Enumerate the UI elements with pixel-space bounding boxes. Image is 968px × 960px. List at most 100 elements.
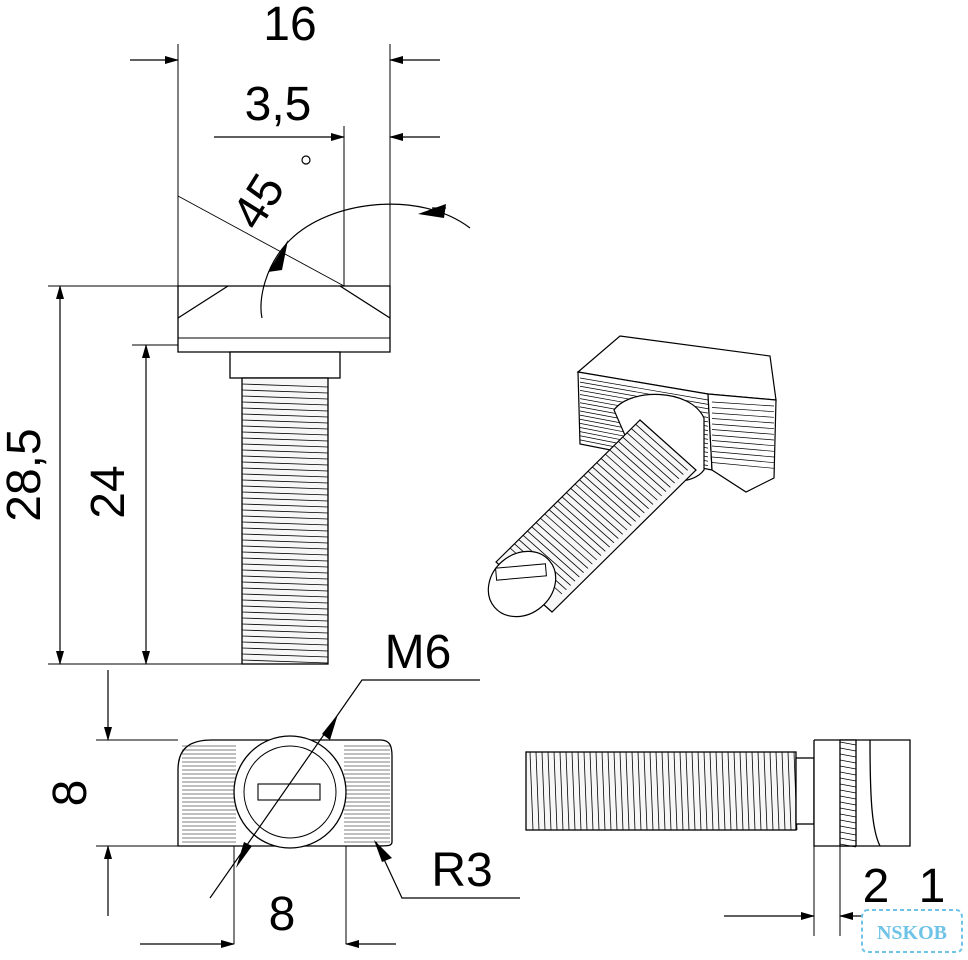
- hatch-line: [839, 789, 857, 794]
- hatch-line: [241, 659, 329, 664]
- front-thread-lines: [241, 383, 329, 664]
- hatch-line: [839, 777, 857, 782]
- hatch-line: [241, 503, 329, 508]
- hatch-line: [541, 751, 546, 831]
- dim-45-arrow-top: [418, 204, 446, 218]
- hatch-line: [739, 751, 744, 831]
- hatch-line: [241, 455, 329, 460]
- hatch-line: [763, 751, 768, 831]
- hatch-line: [685, 751, 690, 831]
- hatch-line: [609, 449, 662, 497]
- hatch-line: [839, 765, 857, 770]
- hatch-line: [241, 599, 329, 604]
- dim-3-5-label: 3,5: [245, 78, 312, 131]
- hatch-line: [241, 605, 329, 610]
- hatch-line: [839, 795, 857, 800]
- hatch-line: [574, 483, 628, 531]
- hatch-line: [622, 436, 675, 484]
- dim-28-5-label: 28,5: [0, 428, 51, 521]
- hatch-line: [241, 515, 329, 520]
- hatch-line: [643, 751, 648, 831]
- hatch-line: [241, 413, 329, 418]
- hatch-line: [601, 751, 606, 831]
- hatch-line: [241, 389, 329, 394]
- hatch-line: [583, 751, 588, 831]
- hatch-line: [241, 527, 329, 532]
- top-head-ribs: [182, 745, 390, 843]
- hatch-line: [241, 581, 329, 586]
- hatch-line: [711, 418, 775, 424]
- hatch-line: [241, 437, 329, 442]
- hatch-line: [631, 428, 684, 475]
- hatch-line: [241, 491, 329, 496]
- hatch-line: [839, 837, 857, 842]
- side-head: [813, 739, 911, 847]
- hatch-line: [571, 751, 576, 831]
- hatch-line: [579, 377, 709, 401]
- hatch-line: [781, 751, 786, 831]
- hatch-line: [535, 751, 540, 831]
- hatch-line: [241, 617, 329, 622]
- side-view: [525, 739, 911, 848]
- dim-24-label: 24: [82, 465, 135, 518]
- hatch-line: [241, 587, 329, 592]
- hatch-line: [757, 751, 762, 831]
- side-thread-lines: [529, 751, 798, 831]
- hatch-line: [535, 522, 589, 569]
- hatch-line: [241, 419, 329, 424]
- front-neck: [229, 351, 341, 379]
- hatch-line: [605, 453, 658, 501]
- hatch-line: [241, 593, 329, 598]
- hatch-line: [241, 557, 329, 562]
- hatch-line: [697, 751, 702, 831]
- hatch-line: [775, 751, 780, 831]
- hatch-line: [711, 407, 775, 413]
- hatch-line: [839, 813, 857, 818]
- hatch-line: [592, 466, 645, 514]
- side-extension-lines: [813, 846, 841, 936]
- dim-8-vertical-label: 8: [44, 780, 97, 807]
- iso-end-slot: [495, 563, 547, 581]
- leader-m6-arrow-bottom: [236, 842, 252, 868]
- leader-m6-arrow-top: [322, 714, 338, 740]
- hatch-line: [241, 509, 329, 514]
- hatch-line: [745, 751, 750, 831]
- hatch-line: [655, 751, 660, 831]
- watermark-frame: [861, 909, 963, 953]
- hatch-line: [613, 751, 618, 831]
- hatch-line: [839, 801, 857, 806]
- dim-45-arrow-bottom: [268, 240, 288, 272]
- hatch-line: [711, 462, 775, 469]
- front-view: [177, 285, 391, 665]
- hatch-line: [839, 771, 857, 776]
- hatch-line: [566, 492, 619, 539]
- top-view: [177, 735, 393, 849]
- hatch-line: [839, 807, 857, 812]
- hatch-line: [711, 440, 775, 447]
- hatch-line: [711, 423, 775, 430]
- iso-thread-lines: [509, 423, 688, 595]
- hatch-line: [570, 487, 623, 535]
- hatch-line: [553, 751, 558, 831]
- hatch-line: [635, 423, 688, 471]
- hatch-line: [711, 451, 775, 458]
- front-head-outline: [177, 285, 391, 353]
- hatch-line: [839, 747, 857, 752]
- hatch-line: [679, 751, 684, 831]
- hatch-line: [557, 500, 610, 548]
- hatch-line: [595, 751, 600, 831]
- hatch-line: [839, 783, 857, 788]
- dim-16-label: 16: [263, 0, 316, 51]
- hatch-line: [241, 611, 329, 616]
- hatch-line: [559, 751, 564, 831]
- hatch-line: [531, 526, 584, 573]
- hatch-line: [561, 496, 615, 544]
- hatch-line: [547, 751, 552, 831]
- hatch-line: [613, 445, 667, 492]
- hatch-line: [540, 517, 593, 565]
- hatch-line: [711, 434, 775, 441]
- hatch-line: [711, 401, 775, 407]
- side-thread: [525, 751, 797, 831]
- hatch-line: [241, 569, 329, 574]
